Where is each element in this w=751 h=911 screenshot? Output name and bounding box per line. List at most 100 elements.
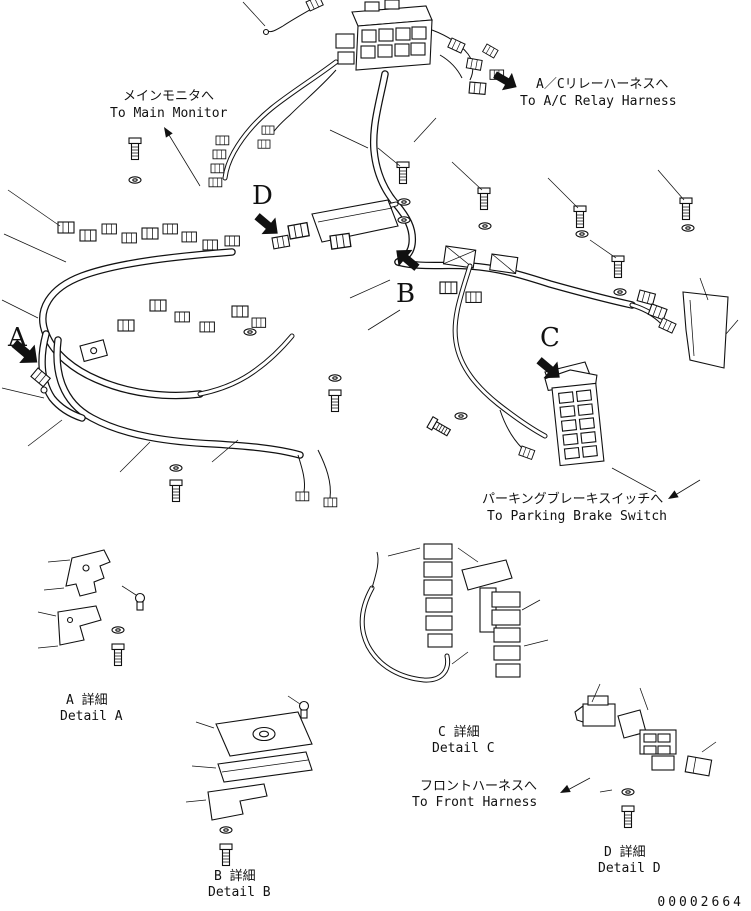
- connector: [251, 317, 267, 328]
- arrowhead-icon: [160, 124, 173, 138]
- washer: [575, 230, 589, 238]
- detail-d-label-en: Detail D: [598, 861, 661, 876]
- connector: [215, 135, 230, 146]
- bolt: [426, 416, 453, 439]
- connector: [212, 149, 227, 160]
- detail-b-label-jp: B 詳細: [214, 868, 256, 884]
- section-markers: A D B C: [6, 181, 567, 386]
- connector: [447, 37, 466, 54]
- clamp: [79, 339, 108, 363]
- part-number: 00002664: [657, 895, 744, 910]
- marker-c: C: [540, 323, 560, 353]
- label-front-harness-en: To Front Harness: [412, 795, 537, 810]
- connector: [482, 43, 499, 59]
- connector: [117, 319, 135, 332]
- connector: [636, 289, 657, 306]
- fuse-block: [544, 369, 605, 467]
- washer: [613, 288, 627, 296]
- bolt: [111, 643, 125, 667]
- label-ac-relay-en: To A/C Relay Harness: [520, 94, 677, 109]
- arrowhead-icon: [665, 490, 679, 503]
- bolt: [169, 479, 183, 503]
- detail-b-label-en: Detail B: [208, 885, 271, 900]
- connector: [181, 231, 197, 243]
- top-wire: [242, 0, 324, 36]
- connector: [295, 491, 310, 502]
- connector: [210, 163, 225, 174]
- detail-d-label-jp: D 詳細: [604, 844, 646, 860]
- bolt: [219, 843, 233, 867]
- bolt: [679, 197, 693, 221]
- connector: [518, 445, 536, 460]
- washer: [454, 412, 468, 420]
- marker-b-arrow-icon: [389, 242, 424, 276]
- connector: [658, 317, 677, 334]
- connector: [465, 57, 483, 71]
- connector: [231, 305, 249, 318]
- connector: [465, 291, 482, 303]
- connector: [79, 229, 97, 242]
- bolt: [621, 805, 635, 829]
- label-parking-brake-jp: パーキングブレーキスイッチへ: [482, 491, 663, 507]
- washer: [621, 788, 635, 796]
- washer: [681, 224, 695, 232]
- harness-clamps: [439, 245, 519, 303]
- arrowhead-icon: [558, 784, 571, 797]
- bolt: [477, 187, 491, 211]
- leader-lines: [1, 147, 685, 473]
- connector: [439, 281, 458, 295]
- washer: [397, 198, 411, 206]
- washer: [328, 374, 342, 382]
- connector: [261, 125, 275, 135]
- left-harness: [30, 221, 338, 508]
- washer: [169, 464, 183, 472]
- label-main-monitor-jp: メインモニタへ: [123, 89, 214, 104]
- label-main-monitor-en: To Main Monitor: [110, 106, 228, 121]
- bolt: [611, 255, 625, 279]
- main-monitor-branch: [160, 59, 339, 188]
- connector: [323, 497, 338, 508]
- detail-a-label-en: Detail A: [60, 709, 123, 724]
- washer: [397, 216, 411, 224]
- connector: [101, 223, 117, 235]
- connector: [141, 227, 159, 240]
- washer: [478, 222, 492, 230]
- bolt: [128, 137, 142, 161]
- detail-a-label-jp: A 詳細: [66, 692, 108, 708]
- connector: [174, 311, 190, 323]
- connector: [257, 139, 271, 149]
- connector: [202, 239, 218, 251]
- marker-d: D: [252, 181, 273, 211]
- connector: [57, 221, 75, 234]
- connector: [305, 0, 324, 12]
- connector: [287, 222, 310, 240]
- washer: [243, 328, 257, 336]
- marker-b: B: [396, 279, 415, 309]
- detail-b: B 詳細 Detail B: [185, 695, 313, 900]
- connector: [149, 299, 167, 312]
- fuse-relay-box: [335, 0, 433, 71]
- bolt: [573, 205, 587, 229]
- connector: [208, 177, 223, 188]
- detail-c-label-en: Detail C: [432, 741, 495, 756]
- detail-d: D 詳細 Detail D: [574, 683, 717, 876]
- right-branch: [636, 277, 739, 369]
- connector: [647, 303, 668, 321]
- washer: [219, 826, 233, 834]
- connector: [468, 81, 487, 95]
- relay-bracket: [271, 199, 399, 250]
- detail-c: C 詳細 Detail C: [359, 543, 549, 756]
- parking-brake-branch: [452, 263, 657, 493]
- ac-relay-branch: [431, 29, 522, 96]
- callout-labels: メインモニタへ To Main Monitor A／Cリレーハーネスへ To A…: [110, 77, 701, 810]
- connector: [329, 232, 352, 250]
- label-parking-brake-en: To Parking Brake Switch: [487, 509, 667, 524]
- connector: [224, 235, 240, 247]
- label-front-harness-jp: フロントハーネスへ: [420, 779, 537, 794]
- washer: [111, 626, 125, 634]
- connector: [121, 232, 137, 244]
- connector: [162, 223, 178, 235]
- label-ac-relay-jp: A／Cリレーハーネスへ: [536, 77, 668, 92]
